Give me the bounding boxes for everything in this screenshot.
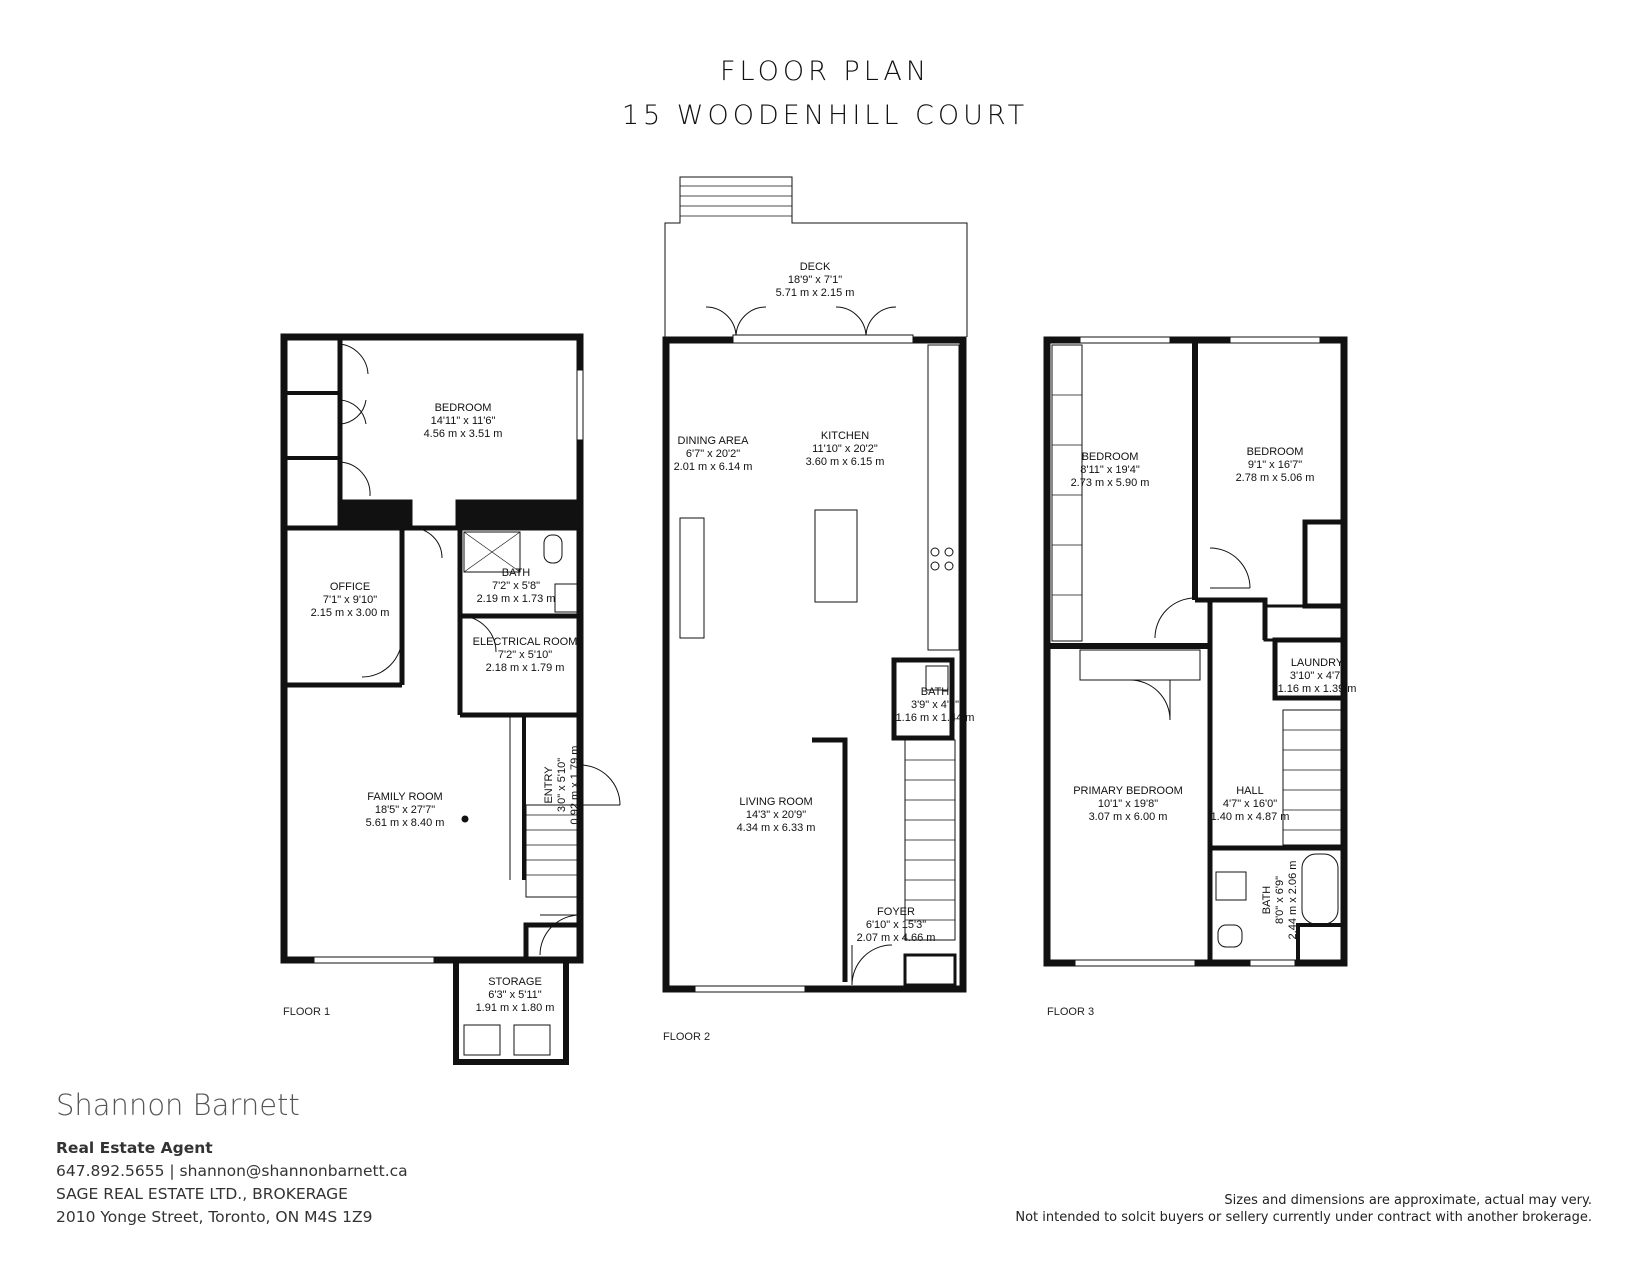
floor-3-plan [1043,336,1348,967]
disclaimer-line-2: Not intended to solcit buyers or sellery… [1015,1210,1592,1225]
agent-address: 2010 Yonge Street, Toronto, ON M4S 1Z9 [56,1208,373,1226]
floor-1-label: FLOOR 1 [283,1006,331,1018]
agent-name: Shannon Barnett [56,1088,300,1122]
room-label-f3-bath: BATH8'0" x 6'9"2.44 m x 2.06 m [1261,861,1299,940]
floor-2-label: FLOOR 2 [663,1031,711,1043]
plan-title: FLOOR PLAN [719,56,931,87]
agent-contact[interactable]: 647.892.5655 | shannon@shannonbarnett.ca [56,1162,408,1180]
property-address: 15 WOODENHILL COURT [621,100,1029,131]
floor-3-label: FLOOR 3 [1047,1006,1095,1018]
floor-1-plan [280,333,621,1065]
agent-role: Real Estate Agent [56,1139,213,1157]
floor-2-plan [662,176,968,993]
disclaimer-line-1: Sizes and dimensions are approximate, ac… [1224,1193,1592,1208]
agent-brokerage: SAGE REAL ESTATE LTD., BROKERAGE [56,1185,348,1203]
room-label-f1-entry: ENTRY3'0" x 5'10"0.92 m x 1.79 m [543,746,581,825]
